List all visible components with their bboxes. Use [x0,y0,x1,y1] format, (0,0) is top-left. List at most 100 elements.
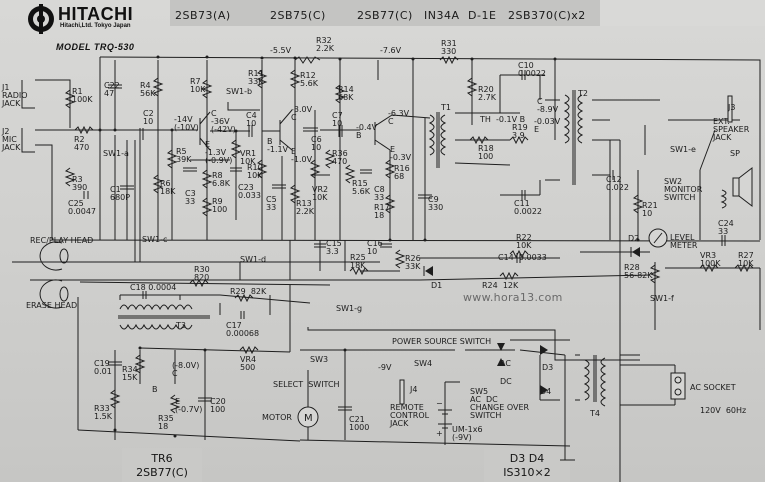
rec-play-head-label: REC/PLAY HEAD [30,236,94,245]
r29-label: R29 82K [230,287,267,296]
power-source-switch-label: POWER SOURCE SWITCH [392,337,492,346]
hitachi-logo-icon [28,4,54,34]
d4-label: D4 [540,387,552,396]
ext-speaker-jack-icon [727,95,733,123]
voltage-rail-5v5: -5.5V [270,46,292,55]
r2-label: R2 470 [74,135,90,152]
tr3-collector-voltage: -6.3V C [388,109,410,126]
tape-head-icons [39,241,69,309]
r24-label: R24 12K [482,281,519,290]
r15-label: R15 5.6K [352,179,370,196]
erase-head-label: ERASE HEAD [26,301,78,310]
j1-label: J1 RADIO JACK [2,83,28,108]
r30-label: R30 820 [194,265,210,282]
r9-label: R9 100 [212,197,228,214]
ac-socket-label: AC SOCKET [690,383,736,392]
sw3-label: SW3 [310,355,329,364]
c4-label: C4 10 [246,111,257,128]
r3-label: R3 390 [72,175,88,192]
c2-label: C2 10 [143,109,154,126]
c24-label: C24 33 [718,219,734,236]
diode-type-d2: D-1E [468,9,497,22]
tr6-collector-voltage: (-8.0V) C [172,361,200,378]
t2-label: T2 [578,89,588,98]
vr3-label: VR3 100K [700,251,721,268]
battery-label: UM-1x6 (-9V) [452,425,483,442]
c6-label: C6 10 [311,135,322,152]
r5-label: R5 39K [176,147,192,164]
voltage-rail-7v6: -7.6V [380,46,402,55]
r8-label: R8 6.8K [212,171,230,188]
capacitor-symbols [83,70,726,411]
r27-label: R27 10K [738,251,754,268]
c3-label: C3 33 [185,189,196,206]
c21-label: C21 1000 [349,415,370,432]
tr6-base-label: B [152,385,158,394]
vr1-label: VR1 10K [240,149,257,166]
r1-label: R1 100K [72,87,93,104]
tr6-footer-box: TR6 2SB77(C) [122,448,202,482]
c23-label: C23 0.033 [238,183,261,200]
c11-label: C11 0.0022 [514,199,542,216]
model-number: MODEL TRQ-530 [56,42,135,52]
r34-label: R34 15K [122,365,138,382]
tr4-collector-voltage: C -8.9V [537,97,559,114]
r17-label: R17 18 [374,203,390,220]
c25-label: C25 0.0047 [68,199,96,216]
level-meter-label: LEVEL METER [670,233,698,250]
r11-label: R11 33K [248,69,264,86]
wires [12,56,761,482]
c17-label: C17 0.00068 [226,321,260,338]
transformer-coils [118,90,727,407]
t4-label: T4 [590,409,600,418]
ext-speaker-jack-label: EXT. SPEAKER JACK [713,117,750,142]
speaker-label: SP [730,149,740,158]
diodes-label: D3 D4 [509,452,545,465]
j2-label: J2 MIC JACK [2,127,21,152]
tr2-emitter-voltage: E -1.0V [291,147,313,164]
battery-icon [438,409,452,429]
r36-label: R36 470 [332,149,348,166]
sw2-monitor-switch-label: SW2 MONITOR SWITCH [664,177,703,202]
tr2-collector-voltage: -3.0V C [291,105,313,122]
voltage-9v: -9V [378,363,392,372]
mains-rating-label: 120V 60Hz [700,406,747,415]
r16-label: R16 68 [394,164,410,181]
vr4-label: VR4 500 [240,355,257,372]
r10-label: R10 10K [247,163,263,180]
dc-position-label: DC [500,377,512,386]
tr6-type: 2SB77(C) [136,466,188,479]
r14-label: R14 68K [338,85,354,102]
tr6-emitter-voltage: E (-0.7V) [175,397,203,414]
sw5-label: SW5 AC DC CHANGE OVER SWITCH [470,387,530,420]
tr4-base-voltage: -0.1V B [496,115,526,124]
r28-label: R28 56-82K [624,263,653,280]
d1-label: D1 [431,281,443,290]
motor-label: MOTOR [262,413,292,422]
resistor-symbols [64,55,754,414]
header-strip [170,0,600,26]
r31-label: R31 330 [441,39,457,56]
c20-label: C20 100 [210,397,226,414]
sw1f-label: SW1-f [650,294,674,303]
transistor-type-tr3: 2SB77(C) [357,9,413,22]
thermistor-label: TH [480,115,491,124]
r19-label: R19 3.9 [512,123,528,140]
select-switch-label: SELECT SWITCH [273,380,340,389]
r7-label: R7 10K [190,77,206,94]
r18-label: R18 100 [478,144,494,161]
c16-label: C16 10 [367,239,383,256]
watermark: www.hora13.com [463,291,563,304]
r4-label: R4 56K [140,81,156,98]
t1-label: T1 [441,103,451,112]
remote-control-jack-label: REMOTE CONTROL JACK [390,403,430,428]
ac-socket-icon [670,372,686,400]
tr1-collector-voltage: C -36V (-42V) [211,109,236,134]
tr6-label: TR6 [151,452,173,465]
c1-label: C1 680P [110,185,131,202]
tr1-base-voltage: -14V (-10V) [174,115,199,132]
d3-label: D3 [542,363,554,372]
c15-label: C15 3.3 [326,239,342,256]
